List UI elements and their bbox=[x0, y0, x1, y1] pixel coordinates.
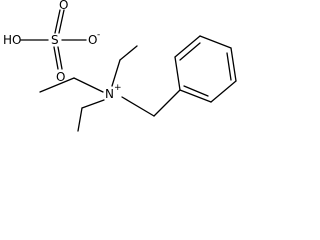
ring-double-bond-1 bbox=[179, 42, 201, 61]
s-o-top-double-bond-b bbox=[58, 9, 65, 34]
oxygen-minus-label: O bbox=[88, 33, 97, 47]
sulfur-label: S bbox=[51, 33, 59, 47]
n-ethyl2-ch2-bond bbox=[73, 77, 104, 93]
benzene-ring bbox=[174, 35, 237, 103]
ring-bond-6 bbox=[179, 89, 212, 103]
oxygen-bottom-label: O bbox=[56, 70, 65, 84]
ring-bond-5 bbox=[210, 80, 237, 103]
oxygen-top-label: O bbox=[59, 0, 68, 12]
s-o-top-double-bond-a bbox=[54, 9, 61, 34]
hydroxyl-label: HO bbox=[3, 33, 21, 47]
ring-bond-4 bbox=[230, 47, 237, 82]
s-o-bottom-double-bond-b bbox=[57, 46, 63, 70]
ring-bond-3 bbox=[199, 35, 232, 49]
ethyl2-ch2-ch3-bond bbox=[39, 77, 75, 93]
nitrogen-charge: + bbox=[114, 83, 122, 93]
ring-double-bond-2 bbox=[226, 52, 232, 81]
nitrogen-label: N bbox=[105, 87, 114, 101]
ammonium-cation-group: N + bbox=[39, 35, 237, 132]
n-benzyl-ch2-bond bbox=[121, 96, 155, 117]
ethyl3-ch2-ch3-bond bbox=[77, 107, 83, 132]
ring-bond-1 bbox=[174, 56, 181, 91]
ethyl1-ch2-ch3-bond bbox=[119, 45, 138, 61]
ring-double-bond-3 bbox=[183, 85, 209, 97]
oxygen-minus-charge: - bbox=[97, 30, 100, 40]
ring-bond-2 bbox=[174, 35, 201, 58]
benzyl-ch2-ring-bond bbox=[153, 89, 181, 117]
n-ethyl1-ch2-bond bbox=[111, 59, 121, 87]
hydrogen-sulfate-group: HO S O O O - bbox=[3, 0, 100, 84]
s-o-bottom-double-bond-a bbox=[53, 46, 59, 70]
n-ethyl3-ch2-bond bbox=[81, 99, 105, 109]
structure-diagram: HO S O O O - N bbox=[3, 0, 237, 132]
